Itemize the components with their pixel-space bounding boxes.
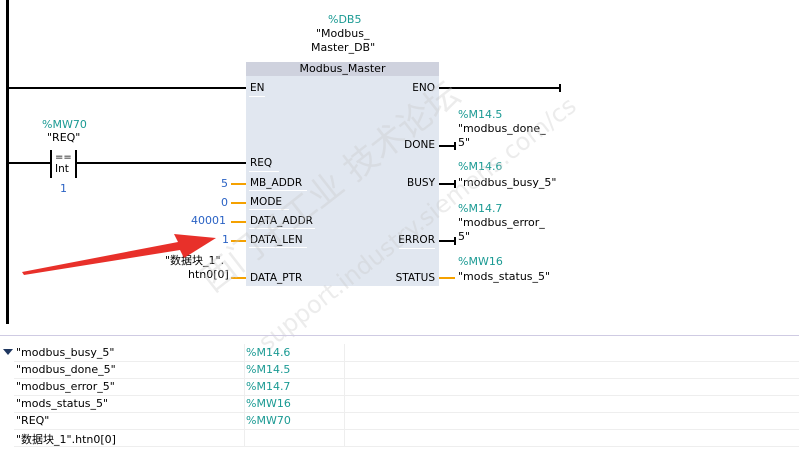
pin-data-len: DATA_LEN <box>250 234 303 246</box>
pin-mb-addr: MB_ADDR <box>250 177 303 189</box>
data-ptr-value-line1[interactable]: "数据块_1". <box>165 254 225 267</box>
contact-address: %MW70 <box>42 118 87 131</box>
col-divider <box>344 344 345 361</box>
annotation-arrow-icon <box>22 234 216 275</box>
instance-db-name-line1: "Modbus_ <box>316 27 370 40</box>
tag-name: "数据块_1".htn0[0] <box>16 433 116 446</box>
data-len-value[interactable]: 1 <box>222 233 229 246</box>
contact-compare-value: 1 <box>60 182 67 195</box>
tag-name: "REQ" <box>16 414 50 427</box>
tag-table: "modbus_busy_5" %M14.6 "modbus_done_5" %… <box>0 336 799 454</box>
error-tag-name-line2[interactable]: 5" <box>458 230 471 243</box>
col-divider <box>344 378 345 395</box>
power-rail <box>6 0 9 324</box>
table-row[interactable]: "modbus_busy_5" %M14.6 <box>14 344 799 362</box>
busy-wire <box>439 183 455 185</box>
eno-wire-end <box>559 84 561 92</box>
contact-type: Int <box>55 163 69 175</box>
col-divider <box>344 395 345 412</box>
table-row[interactable]: "modbus_done_5" %M14.5 <box>14 361 799 379</box>
instance-db-name-line2: Master_DB" <box>311 41 376 54</box>
done-tag-address[interactable]: %M14.5 <box>458 108 503 121</box>
mode-value[interactable]: 0 <box>221 196 228 209</box>
col-divider <box>344 412 345 429</box>
col-divider <box>244 378 245 395</box>
tag-name: "mods_status_5" <box>16 397 109 410</box>
col-divider <box>244 395 245 412</box>
col-divider <box>344 361 345 378</box>
done-wire <box>439 145 455 147</box>
data-addr-value[interactable]: 40001 <box>191 214 226 227</box>
pin-done: DONE <box>404 139 435 151</box>
pin-busy: BUSY <box>407 177 435 189</box>
req-wire-left <box>8 162 51 164</box>
pin-error: ERROR <box>398 234 435 246</box>
table-row[interactable]: "数据块_1".htn0[0] <box>14 429 799 447</box>
status-tag-name[interactable]: "mods_status_5" <box>458 270 551 283</box>
error-wire-end <box>454 237 456 245</box>
done-wire-end <box>454 142 456 150</box>
instance-db-address: %DB5 <box>328 13 362 26</box>
pin-mode-underline <box>249 209 289 210</box>
tag-address: %M14.5 <box>246 363 291 376</box>
block-type-name: Modbus_Master <box>246 62 439 76</box>
pin-status: STATUS <box>395 272 435 284</box>
pin-eno: ENO <box>412 82 435 94</box>
pin-error-underline <box>399 248 435 249</box>
data-len-wire <box>231 240 246 242</box>
done-tag-name-line2[interactable]: 5" <box>458 136 471 149</box>
modbus-master-block[interactable]: Modbus_Master EN ENO DONE REQ MB_ADDR BU… <box>246 62 439 286</box>
col-divider <box>344 429 345 446</box>
pin-data-addr-underline <box>249 228 315 229</box>
eno-wire <box>439 87 560 89</box>
busy-tag-address[interactable]: %M14.6 <box>458 160 503 173</box>
tag-address: %MW16 <box>246 397 291 410</box>
table-row[interactable]: "REQ" %MW70 <box>14 412 799 430</box>
status-tag-address[interactable]: %MW16 <box>458 255 503 268</box>
contact-right-bar[interactable] <box>75 150 77 178</box>
status-wire <box>439 277 455 279</box>
table-row[interactable]: "modbus_error_5" %M14.7 <box>14 378 799 396</box>
error-tag-address[interactable]: %M14.7 <box>458 202 503 215</box>
contact-operator: == <box>55 152 72 163</box>
pin-en: EN <box>250 82 265 94</box>
contact-left-bar[interactable] <box>50 150 52 178</box>
data-ptr-wire <box>231 277 246 279</box>
mb-addr-wire <box>231 183 246 185</box>
tag-name: "modbus_error_5" <box>16 380 115 393</box>
pin-mode: MODE <box>250 196 283 208</box>
busy-tag-name[interactable]: "modbus_busy_5" <box>458 176 557 189</box>
col-divider <box>244 361 245 378</box>
data-addr-wire <box>231 221 246 223</box>
col-divider <box>244 429 245 446</box>
busy-wire-end <box>454 180 456 188</box>
collapse-triangle-icon[interactable] <box>3 349 13 357</box>
col-divider <box>244 412 245 429</box>
pin-data-addr: DATA_ADDR <box>250 215 313 227</box>
tag-address: %MW70 <box>246 414 291 427</box>
tag-name: "modbus_done_5" <box>16 363 116 376</box>
data-ptr-value-line2[interactable]: htn0[0] <box>188 268 229 281</box>
mode-wire <box>231 202 246 204</box>
req-wire-right <box>76 162 246 164</box>
tag-address: %M14.6 <box>246 346 291 359</box>
pin-data-ptr: DATA_PTR <box>250 272 303 284</box>
table-row[interactable]: "mods_status_5" %MW16 <box>14 395 799 413</box>
contact-tag-name: "REQ" <box>47 131 81 144</box>
error-wire <box>439 240 455 242</box>
pin-req: REQ <box>250 157 273 169</box>
tag-address: %M14.7 <box>246 380 291 393</box>
pin-data-len-underline <box>249 247 307 248</box>
en-wire <box>8 87 246 89</box>
mb-addr-value[interactable]: 5 <box>221 177 228 190</box>
pin-req-underline <box>249 171 279 172</box>
pin-en-underline <box>249 96 265 97</box>
panel-separator[interactable] <box>0 335 799 336</box>
pin-mb-addr-underline <box>249 190 307 191</box>
done-tag-name-line1[interactable]: "modbus_done_ <box>458 122 546 135</box>
error-tag-name-line1[interactable]: "modbus_error_ <box>458 216 545 229</box>
col-divider <box>244 344 245 361</box>
tag-name: "modbus_busy_5" <box>16 346 115 359</box>
